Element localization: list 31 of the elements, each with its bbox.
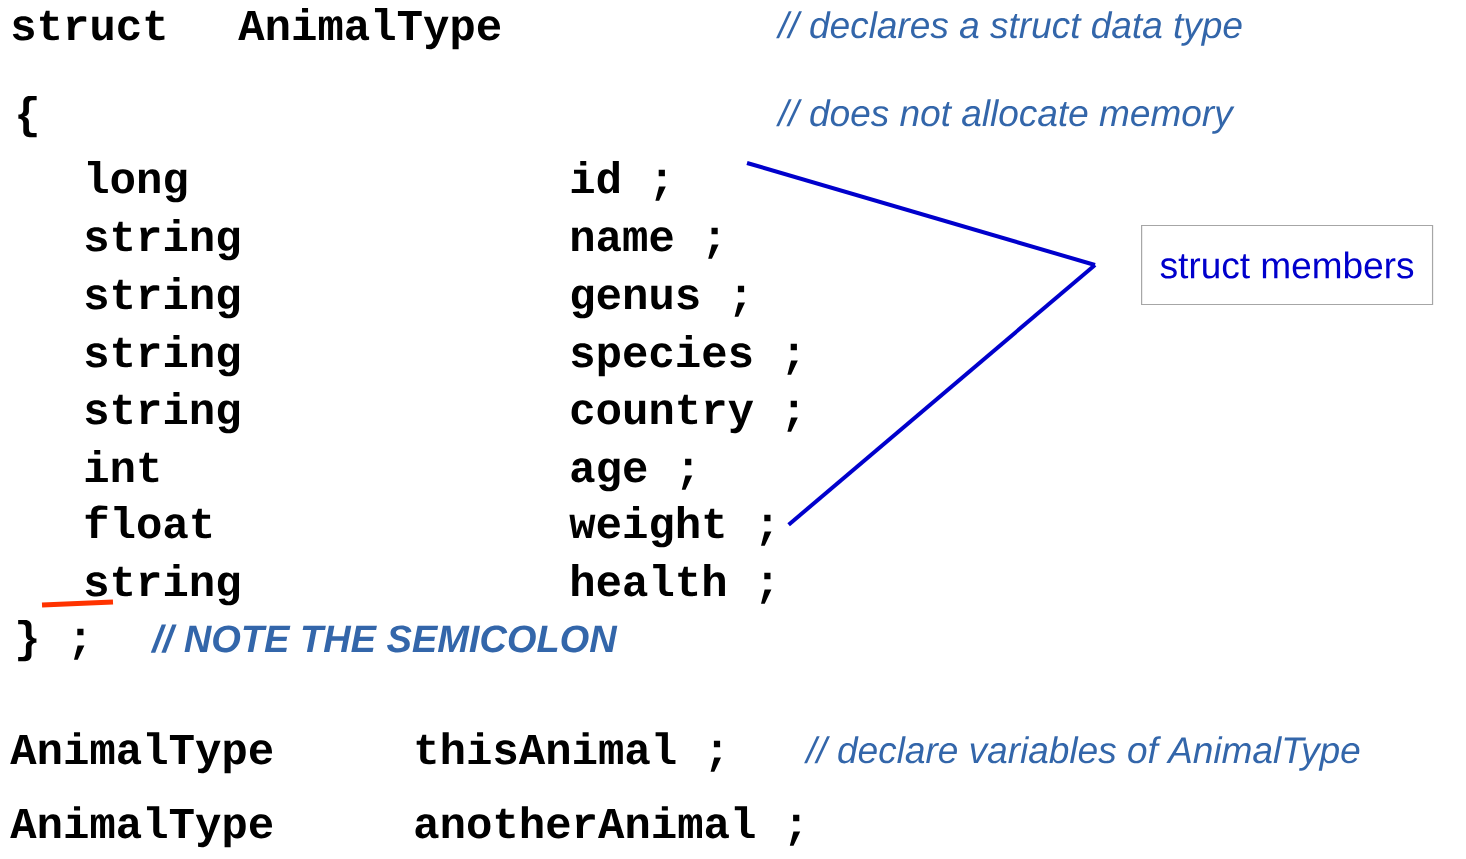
- code-text: name ;: [572, 227, 719, 259]
- code-comment: // NOTE THE SEMICOLON: [150, 624, 618, 653]
- code-text: age ;: [571, 458, 693, 492]
- code-text: anotherAnimal ;: [415, 806, 801, 846]
- code-text: thisAnimal ;: [416, 732, 721, 772]
- code-text: string: [85, 219, 240, 261]
- code-text: genus ;: [571, 285, 745, 319]
- code-comment: // does not allocate memory: [776, 99, 1235, 134]
- code-text: id ;: [571, 161, 666, 201]
- code-text: struct: [12, 10, 165, 41]
- code-text: {: [18, 96, 37, 138]
- code-text: } ;: [18, 620, 85, 662]
- label-box: struct members: [1141, 224, 1434, 306]
- code-text: string: [85, 335, 240, 377]
- code-comment: // declares a struct data type: [776, 11, 1242, 46]
- code-text: country ;: [571, 394, 798, 434]
- code-text: string: [85, 564, 240, 606]
- code-comment: // declare variables of AnimalType: [804, 736, 1360, 771]
- code-text: float: [85, 505, 212, 539]
- code-text: AnimalType: [10, 732, 273, 774]
- code-text: long: [88, 161, 187, 203]
- code-text: AnimalType: [10, 806, 273, 848]
- code-text: health ;: [572, 564, 772, 604]
- code-text: int: [85, 450, 159, 483]
- leader-line: [787, 263, 1097, 527]
- leader-line: [746, 161, 1096, 267]
- code-text: string: [85, 392, 240, 434]
- code-text: string: [85, 277, 240, 319]
- code-text: AnimalType: [238, 8, 501, 50]
- code-text: weight ;: [569, 506, 772, 548]
- code-text: species ;: [571, 335, 798, 377]
